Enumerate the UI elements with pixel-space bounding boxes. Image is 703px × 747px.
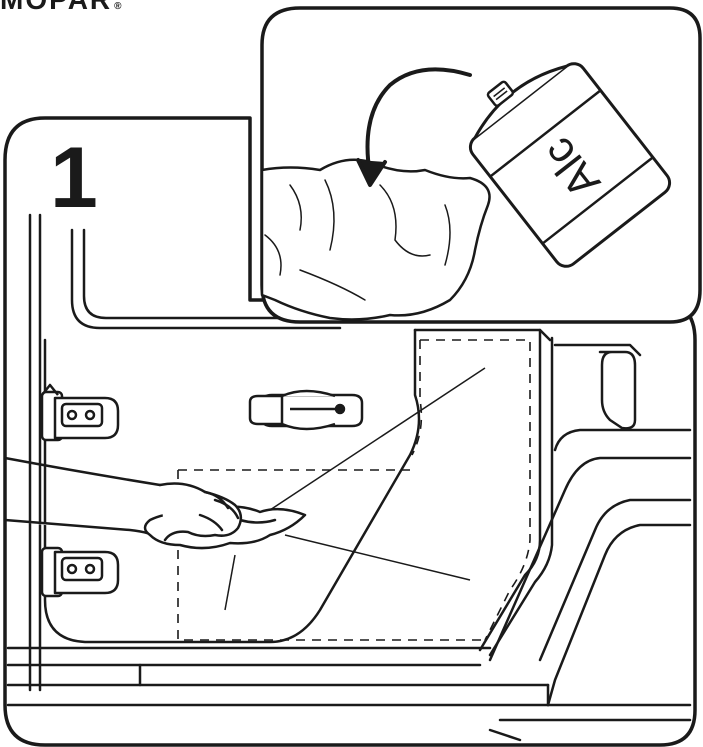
door-handle	[250, 391, 362, 429]
cleaning-area-dashed	[178, 340, 530, 640]
cloth-icon	[262, 160, 490, 320]
upper-hinge	[42, 385, 118, 440]
hand-with-cloth	[5, 458, 305, 548]
lower-hinge	[42, 548, 118, 596]
step-number: 1	[50, 135, 98, 221]
door-body	[8, 330, 690, 740]
